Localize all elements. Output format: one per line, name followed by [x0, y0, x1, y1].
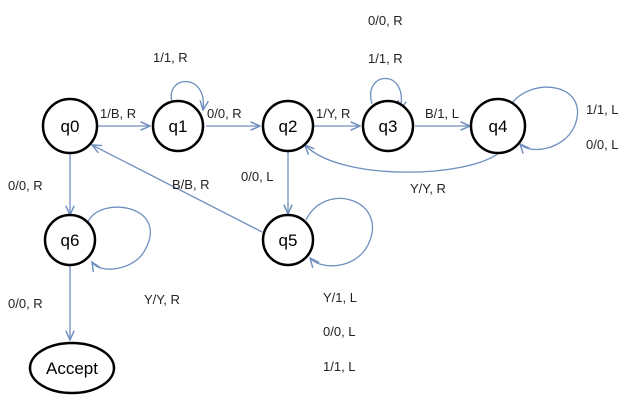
- state-accept: Accept: [28, 341, 116, 395]
- label-q6-loop: Y/Y, R: [144, 292, 180, 307]
- state-q3: q3: [361, 99, 415, 153]
- label-q6-accept: 0/0, R: [8, 296, 43, 311]
- state-q2-label: q2: [279, 117, 298, 136]
- edge-q4-q2: [305, 145, 501, 173]
- state-q5: q5: [261, 213, 315, 267]
- state-q0-label: q0: [61, 117, 80, 136]
- edge-q1-loop: [170, 81, 203, 110]
- label-q1-q2: 0/0, R: [207, 106, 242, 121]
- label-q5-loop-a: Y/1, L: [323, 290, 357, 305]
- label-q4-q2: Y/Y, R: [410, 181, 446, 196]
- state-accept-label: Accept: [46, 359, 98, 378]
- label-q3-q4: B/1, L: [425, 106, 459, 121]
- label-q5-q0: B/B, R: [172, 177, 210, 192]
- state-q1-label: q1: [169, 117, 188, 136]
- label-q2-q3: 1/Y, R: [316, 106, 350, 121]
- edge-q3-loop: [369, 77, 402, 110]
- edge-q5-loop: [305, 197, 374, 265]
- state-q4-label: q4: [489, 117, 508, 136]
- edge-q5-q0: [92, 145, 263, 233]
- label-q0-q6: 0/0, R: [8, 178, 43, 193]
- label-q3-loop-a: 0/0, R: [368, 13, 403, 28]
- label-q2-q5: 0/0, L: [241, 169, 274, 184]
- state-q3-label: q3: [379, 117, 398, 136]
- state-q1: q1: [151, 99, 205, 153]
- state-q4: q4: [469, 97, 527, 155]
- label-q5-loop-b: 0/0, L: [323, 324, 356, 339]
- label-q5-loop-c: 1/1, L: [323, 359, 356, 374]
- state-q2: q2: [261, 99, 315, 153]
- edge-q6-loop: [87, 206, 151, 269]
- state-q5-label: q5: [279, 231, 298, 250]
- label-q0-q1: 1/B, R: [100, 106, 136, 121]
- label-q1-loop: 1/1, R: [153, 50, 188, 65]
- label-q3-loop-b: 1/1, R: [368, 51, 403, 66]
- edge-q4-loop: [511, 86, 579, 149]
- label-q4-loop-a: 1/1, L: [586, 102, 619, 117]
- state-q0: q0: [41, 97, 99, 155]
- state-q6-label: q6: [61, 231, 80, 250]
- state-q6: q6: [43, 213, 97, 267]
- label-q4-loop-b: 0/0, L: [586, 137, 619, 152]
